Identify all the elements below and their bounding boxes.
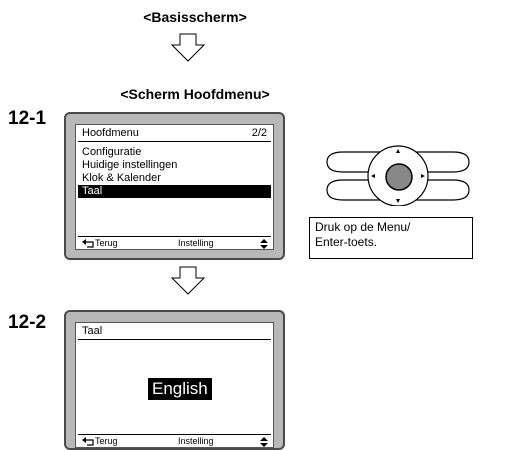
step-number: 12-1 bbox=[8, 108, 47, 129]
footer-divider bbox=[78, 434, 271, 435]
updown-icon bbox=[260, 437, 268, 447]
callout-line-2: Enter-toets. bbox=[315, 235, 378, 249]
instruction-callout: Druk op de Menu/ Enter-toets. bbox=[309, 217, 473, 259]
menu-item-klok-kalender[interactable]: Klok & Kalender bbox=[82, 172, 161, 184]
language-value[interactable]: English bbox=[148, 378, 212, 400]
screen-title: Taal bbox=[82, 325, 103, 337]
title-divider bbox=[78, 339, 271, 340]
menu-item-taal[interactable]: Taal bbox=[78, 185, 271, 198]
set-label: Instelling bbox=[178, 238, 214, 248]
lcd-device-menu: Hoofdmenu 2/2 Configuratie Huidige inste… bbox=[64, 112, 285, 260]
menu-item-configuratie[interactable]: Configuratie bbox=[82, 146, 142, 158]
footer-bar: Terug Instelling bbox=[78, 238, 271, 249]
back-arrow-icon bbox=[82, 437, 94, 446]
basic-screen-heading: <Basisscherm> bbox=[143, 9, 247, 25]
step-number: 12-2 bbox=[8, 312, 47, 333]
lcd-screen-language: Taal English Terug Instelling bbox=[75, 322, 274, 448]
page-indicator: 2/2 bbox=[251, 127, 267, 139]
lcd-screen-menu: Hoofdmenu 2/2 Configuratie Huidige inste… bbox=[75, 124, 274, 250]
down-arrow-icon bbox=[170, 33, 206, 62]
set-label: Instelling bbox=[178, 436, 214, 446]
back-arrow-icon bbox=[82, 239, 94, 248]
menu-item-huidige-instellingen[interactable]: Huidige instellingen bbox=[82, 159, 178, 171]
callout-line-1: Druk op de Menu/ bbox=[315, 220, 411, 234]
footer-divider bbox=[78, 236, 271, 237]
back-label: Terug bbox=[95, 436, 118, 446]
updown-icon bbox=[260, 239, 268, 249]
lcd-device-language: Taal English Terug Instelling bbox=[64, 310, 285, 450]
down-arrow-icon bbox=[170, 266, 206, 295]
footer-bar: Terug Instelling bbox=[78, 436, 271, 447]
menu-enter-button[interactable] bbox=[384, 162, 414, 192]
screen-title: Hoofdmenu bbox=[82, 127, 139, 139]
back-label: Terug bbox=[95, 238, 118, 248]
title-divider bbox=[78, 141, 271, 142]
main-menu-screen-heading: <Scherm Hoofdmenu> bbox=[120, 86, 270, 102]
